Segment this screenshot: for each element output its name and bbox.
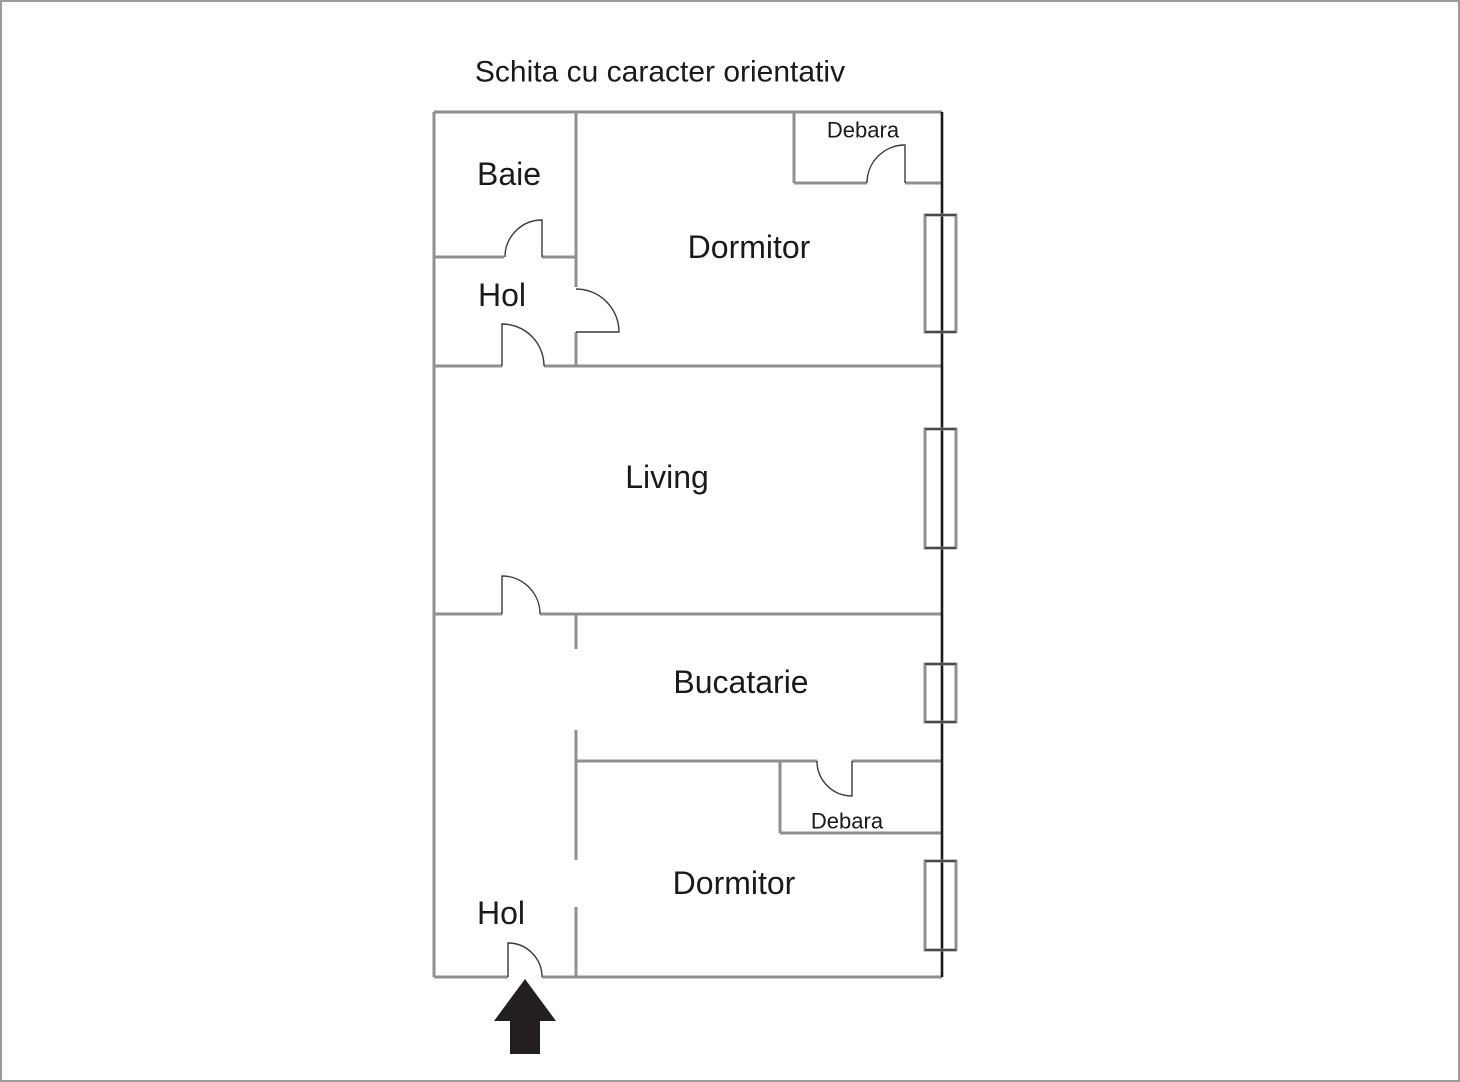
door-entrance — [507, 942, 543, 978]
window-frame-caps — [925, 214, 956, 951]
plan-title: Schita cu caracter orientativ — [475, 56, 845, 89]
door-hol-living — [501, 323, 545, 367]
doors — [501, 144, 906, 978]
room-label-living: Living — [625, 459, 709, 495]
room-label-baie: Baie — [477, 156, 541, 192]
room-label-dormitor-bottom: Dormitor — [673, 865, 796, 901]
window-dormitor-bottom — [923, 859, 958, 952]
door-debara-bottom — [816, 760, 853, 797]
entrance-arrow-icon — [494, 979, 556, 1054]
window-dormitor-top — [923, 213, 958, 334]
room-label-hol-top: Hol — [478, 277, 526, 313]
window-living — [923, 427, 958, 550]
room-label-debara-bottom: Debara — [811, 809, 884, 834]
room-label-bucatarie: Bucatarie — [673, 664, 808, 700]
room-label-hol-bottom: Hol — [477, 895, 525, 931]
room-label-dormitor-top: Dormitor — [688, 229, 811, 265]
door-hol-dormitor-top — [575, 288, 620, 333]
walls — [432, 110, 942, 979]
window-bucatarie — [923, 662, 958, 724]
door-living-hol-bottom — [501, 575, 541, 615]
room-label-debara-top: Debara — [827, 118, 900, 143]
door-debara-top — [866, 144, 906, 184]
windows — [923, 213, 958, 952]
door-baie — [504, 219, 543, 258]
